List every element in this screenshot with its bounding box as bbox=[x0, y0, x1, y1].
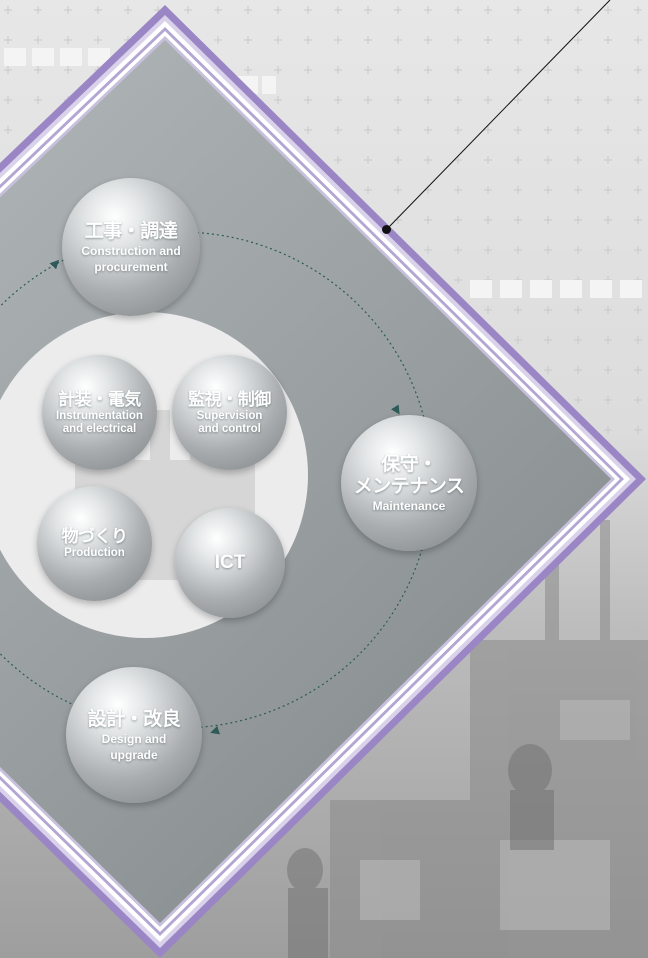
ict-label: ICT bbox=[214, 552, 246, 573]
production-node: 物づくり Production bbox=[37, 486, 152, 601]
design-en-line2: upgrade bbox=[110, 748, 158, 762]
supervision-jp: 監視・制御 bbox=[188, 389, 271, 410]
instrumentation-jp: 計装・電気 bbox=[58, 389, 141, 410]
supervision-control-node: 監視・制御 Supervision and control bbox=[172, 355, 287, 470]
pointer-dot bbox=[382, 225, 391, 234]
construction-en-line2: procurement bbox=[94, 260, 168, 274]
construction-en-line1: Construction and bbox=[81, 244, 181, 258]
design-upgrade-node: 設計・改良 Design and upgrade bbox=[66, 667, 202, 803]
supervision-en-line1: Supervision bbox=[196, 409, 263, 422]
design-en-line1: Design and bbox=[101, 732, 167, 746]
instrumentation-en-line1: Instrumentation bbox=[56, 409, 143, 422]
maintenance-en: Maintenance bbox=[372, 499, 446, 513]
instrumentation-en-line2: and electrical bbox=[62, 422, 137, 435]
construction-procurement-node: 工事・調達 Construction and procurement bbox=[62, 178, 200, 316]
maintenance-jp-line1: 保守・ bbox=[381, 453, 437, 475]
design-jp: 設計・改良 bbox=[87, 708, 181, 730]
pointer-line bbox=[386, 0, 611, 230]
supervision-en-line2: and control bbox=[198, 422, 261, 435]
production-jp: 物づくり bbox=[61, 527, 129, 547]
instrumentation-electrical-node: 計装・電気 Instrumentation and electrical bbox=[42, 355, 157, 470]
construction-jp: 工事・調達 bbox=[84, 220, 178, 242]
maintenance-jp-line2: メンテナンス bbox=[353, 475, 465, 497]
ict-node: ICT bbox=[175, 508, 285, 618]
production-en: Production bbox=[64, 547, 125, 559]
maintenance-node: 保守・ メンテナンス Maintenance bbox=[341, 415, 477, 551]
